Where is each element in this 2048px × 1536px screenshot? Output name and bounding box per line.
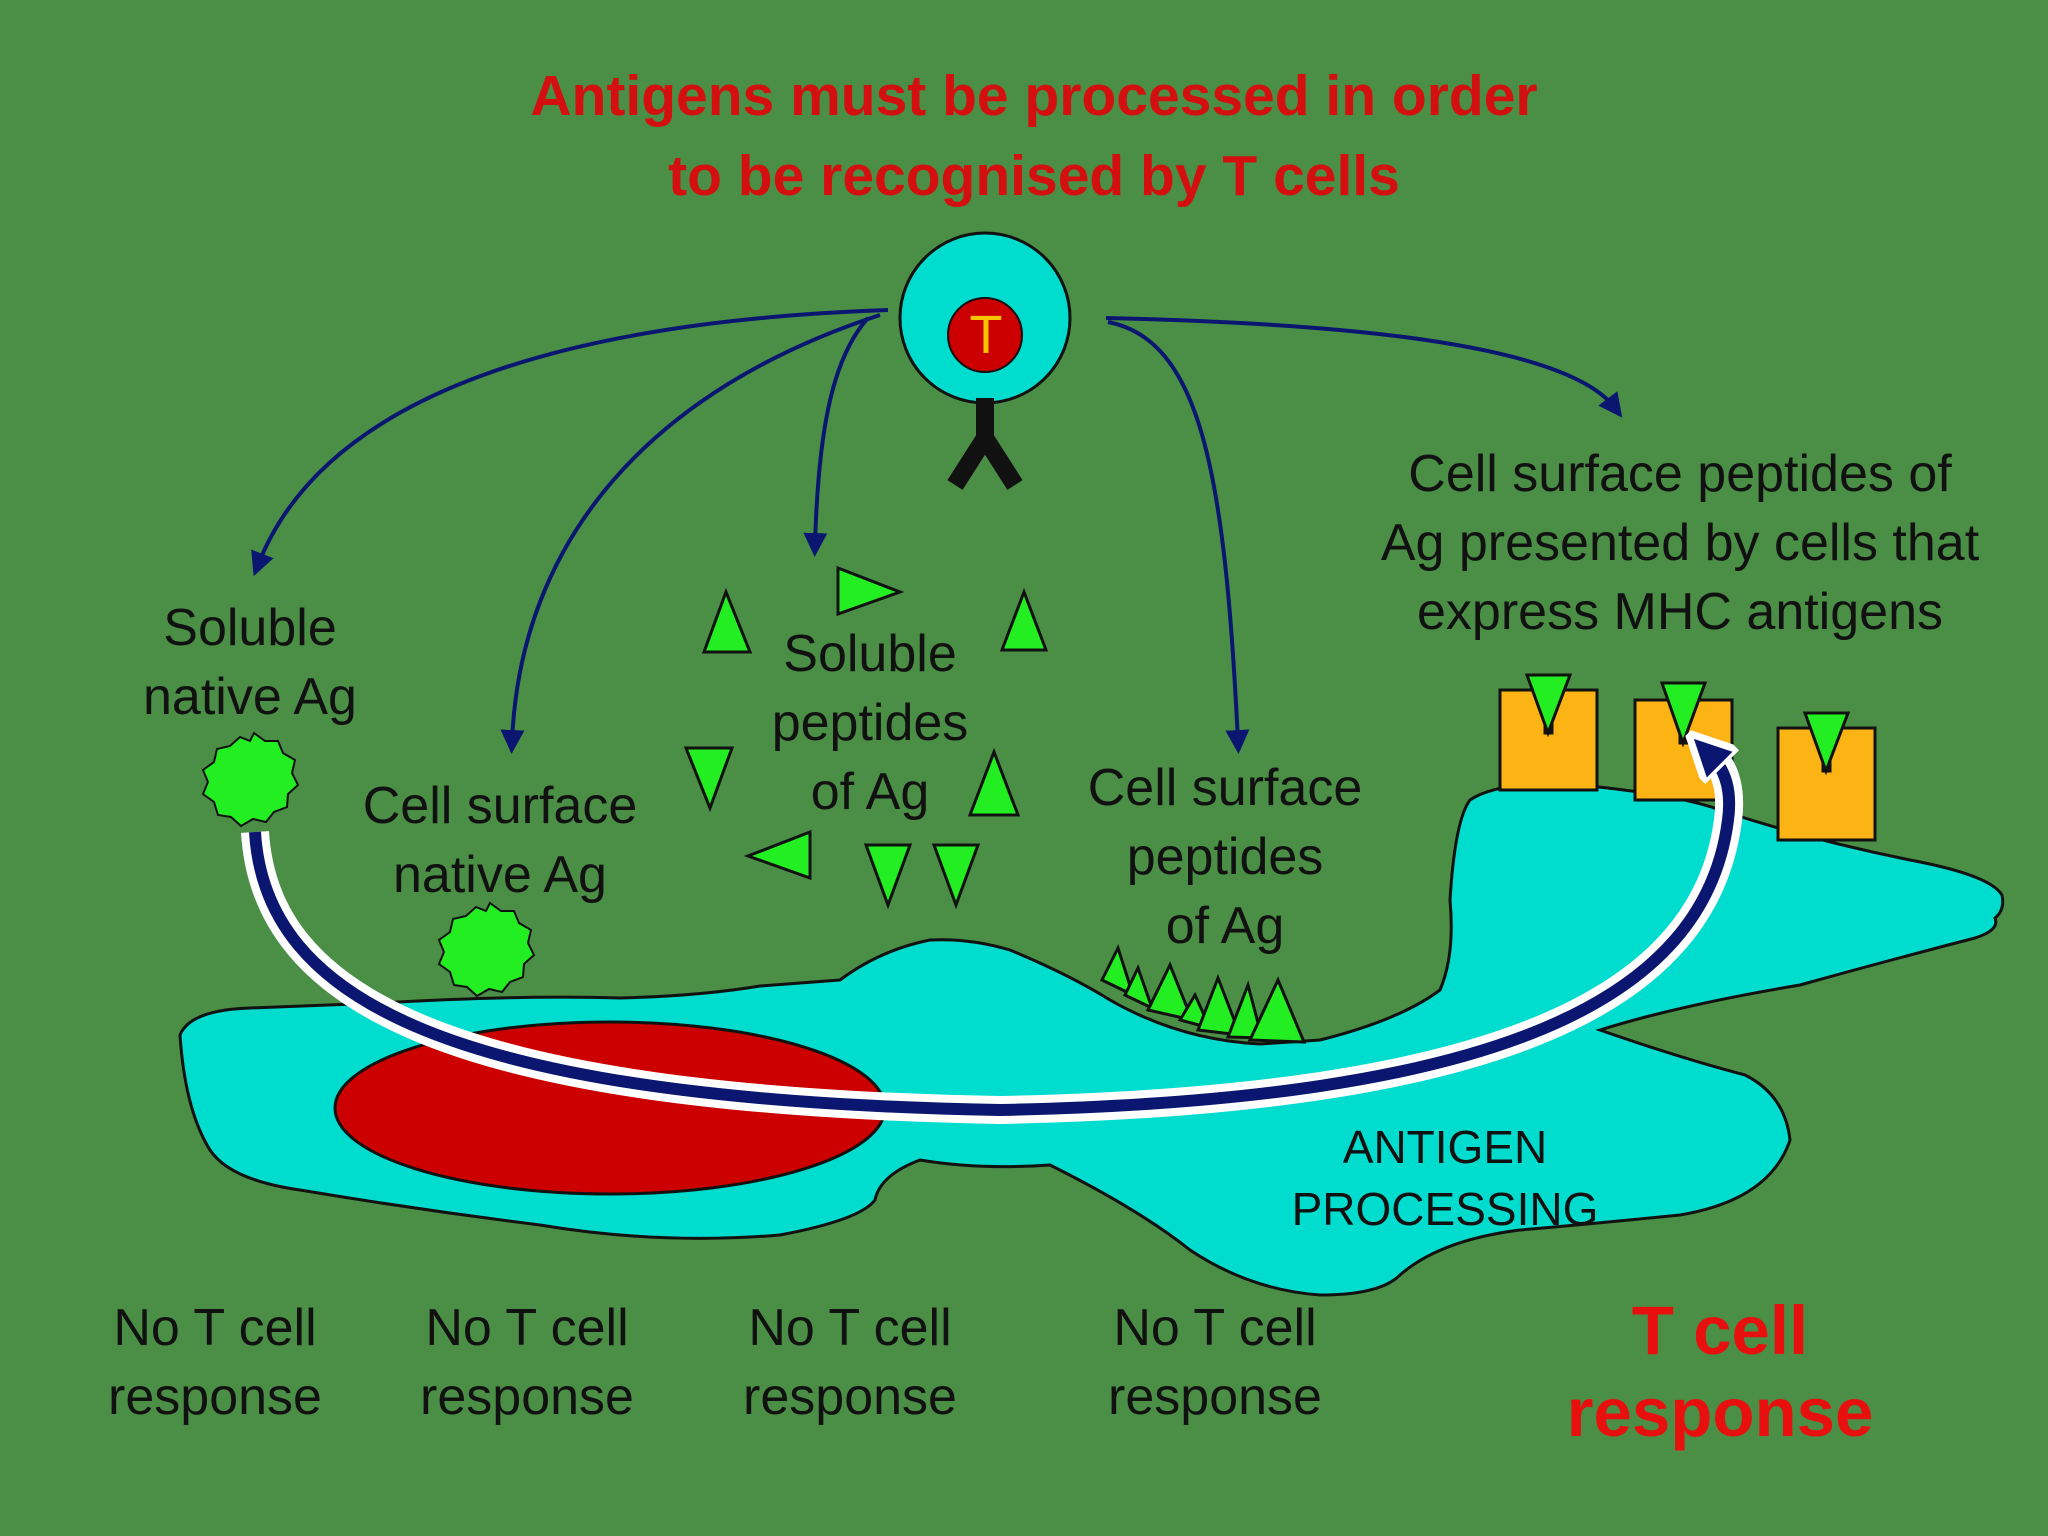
t-cell-nucleus [947,297,1023,373]
soluble-peptide [999,587,1049,652]
label-mhc-presented-peptides: Cell surface peptides of Ag presented by… [1380,445,1980,641]
surface-peptide [1247,976,1307,1044]
cell-surface-native-antigen [437,901,536,998]
mhc-peptide-3 [1802,711,1851,776]
soluble-native-antigen [201,731,300,828]
label-soluble-native-ag: Soluble native Ag [143,599,357,726]
t-cell-label: T [969,305,1003,365]
arrow-to-cell-surface-native [500,313,881,754]
surface-peptide [1099,944,1136,998]
soluble-peptide [836,565,905,617]
arrow-to-soluble-native [251,308,889,577]
soluble-peptide [967,747,1021,817]
soluble-peptide [931,843,981,910]
arrow-to-soluble-peptides [803,316,870,557]
soluble-peptide [701,587,753,654]
response-cell-surface-native: No T cell response [420,1299,634,1426]
mhc-peptide-2 [1659,681,1708,748]
label-cell-surface-native-ag: Cell surface native Ag [362,777,638,904]
surface-peptide [1195,973,1243,1037]
arrow-to-cell-surface-peptides [1107,320,1250,754]
title-line-1: Antigens must be processed in order [530,64,1538,128]
soluble-peptide [683,746,735,813]
t-cell-receptor [947,398,1023,490]
label-antigen-processing: ANTIGEN PROCESSING [1291,1121,1599,1235]
surface-peptide [1225,980,1264,1040]
label-soluble-peptides-of-ag: Soluble peptides of Ag [771,625,969,821]
processing-pathway-arrow-core [249,757,1729,1117]
response-t-cell-positive: T cell response [1566,1292,1874,1451]
label-cell-surface-peptides-of-ag: Cell surface peptides of Ag [1087,759,1363,955]
soluble-peptide [743,829,812,881]
surface-peptide [1122,964,1155,1011]
response-cell-surface-peptides: No T cell response [1108,1299,1322,1426]
response-soluble-peptides: No T cell response [743,1299,957,1426]
mhc-peptide-1 [1524,673,1573,738]
surface-peptide [1145,961,1195,1023]
soluble-peptide [863,843,913,910]
title-line-2: to be recognised by T cells [668,144,1400,208]
response-soluble-native: No T cell response [108,1299,322,1426]
arrow-to-mhc-presented [1105,316,1623,418]
